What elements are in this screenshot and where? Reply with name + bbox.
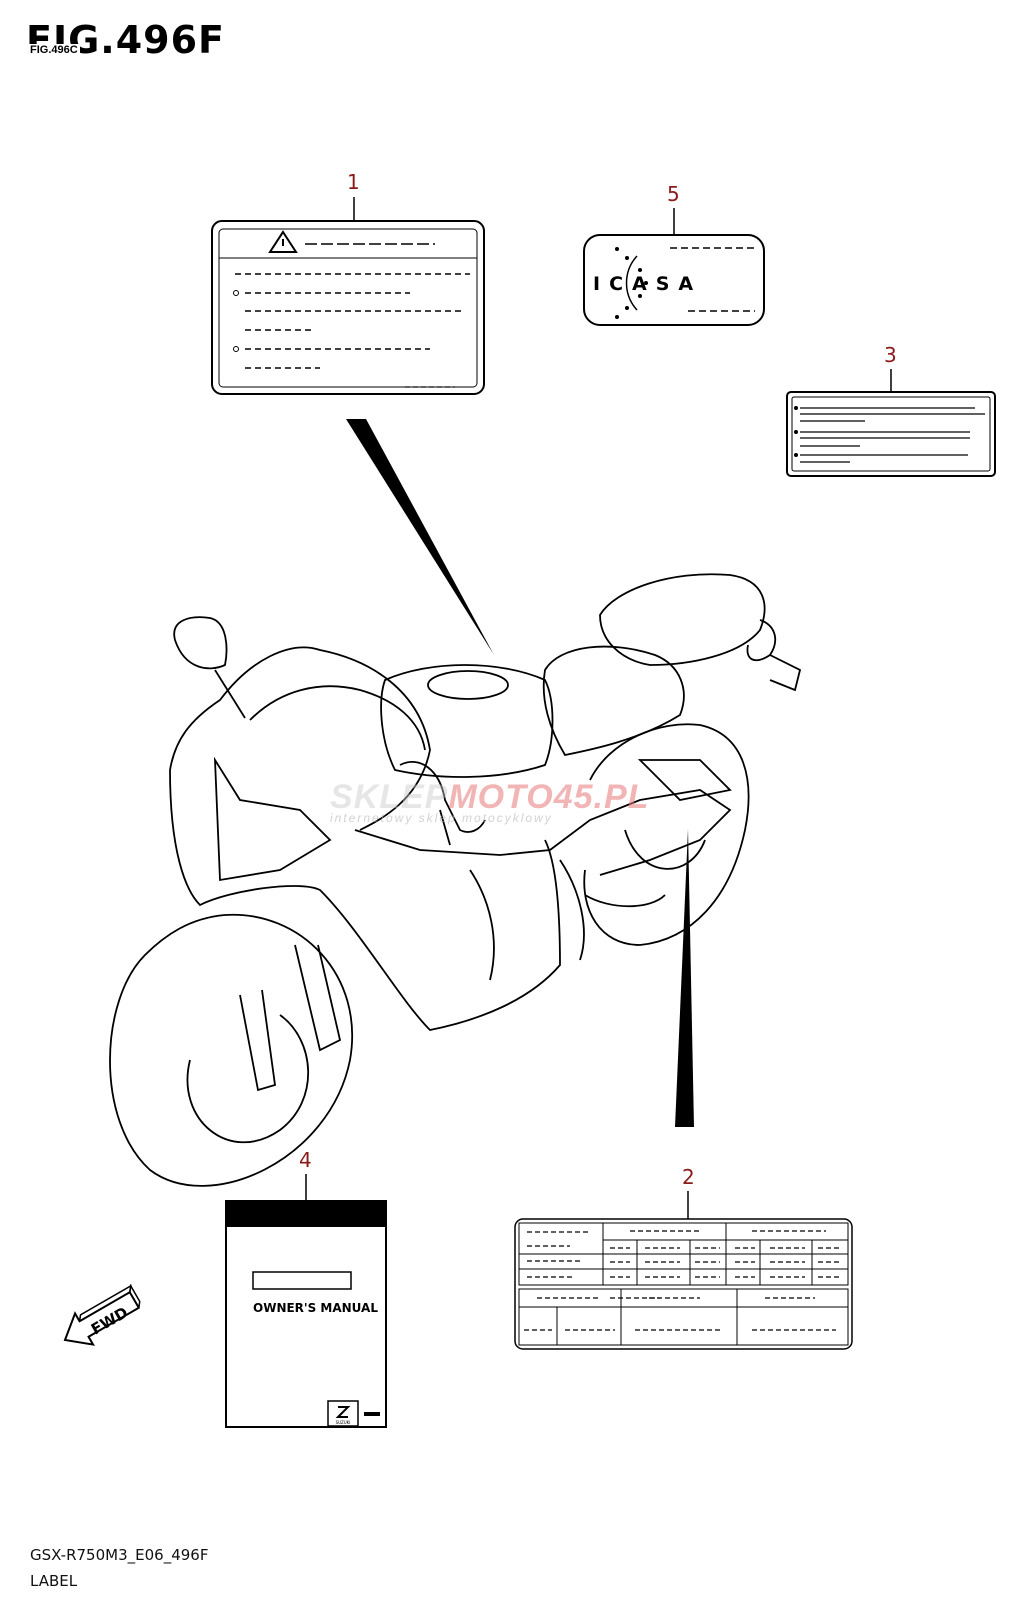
watermark-sub: internetowy sklep motocyklowy: [330, 811, 553, 825]
watermark-main-right: MOTO45.PL: [448, 778, 650, 816]
model-code: GSX-R750M3_E06_496F: [30, 1546, 209, 1564]
watermark-main: SKLEPMOTO45.PL: [330, 778, 649, 817]
callout-3: 3: [884, 343, 897, 367]
callout-1: 1: [347, 170, 360, 194]
figure-overlap-text: FIG.496C: [28, 44, 80, 56]
owners-manual-title: OWNER'S MANUAL: [253, 1301, 378, 1315]
warning-label-1: [211, 197, 485, 395]
leader-wedge-2: [675, 829, 694, 1127]
icasa-text: ICASA: [593, 273, 702, 295]
leader-wedge-1: [346, 419, 494, 655]
callout-4: 4: [299, 1148, 312, 1172]
motorcycle-outline: [109, 573, 802, 1187]
owners-manual-4: [225, 1174, 387, 1428]
callout-5: 5: [667, 182, 680, 206]
icasa-label-5: [583, 208, 765, 326]
spec-label-3: [786, 369, 996, 477]
manual-brand-text: SUZUKI: [336, 1420, 351, 1425]
spec-table-label-2: [514, 1191, 853, 1350]
callout-2: 2: [682, 1165, 695, 1189]
watermark-main-left: SKLEP: [330, 778, 449, 816]
section-label: LABEL: [30, 1572, 78, 1590]
fwd-arrow-icon: [63, 1283, 141, 1346]
